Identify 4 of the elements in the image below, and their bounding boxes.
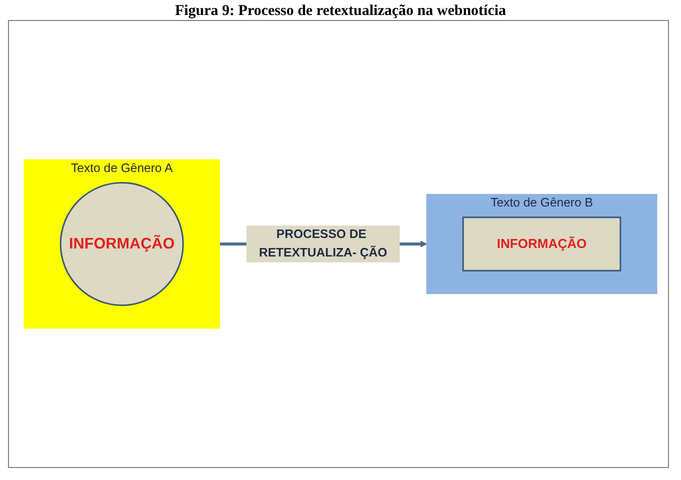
node-circle: INFORMAÇÃO — [60, 182, 184, 306]
figure-title: Figura 9: Processo de retextualização na webnotícia — [174, 3, 506, 19]
edge-label: PROCESSO DE RETEXTUALIZA- ÇÃO — [259, 228, 388, 260]
node-box: INFORMAÇÃO — [462, 216, 622, 272]
